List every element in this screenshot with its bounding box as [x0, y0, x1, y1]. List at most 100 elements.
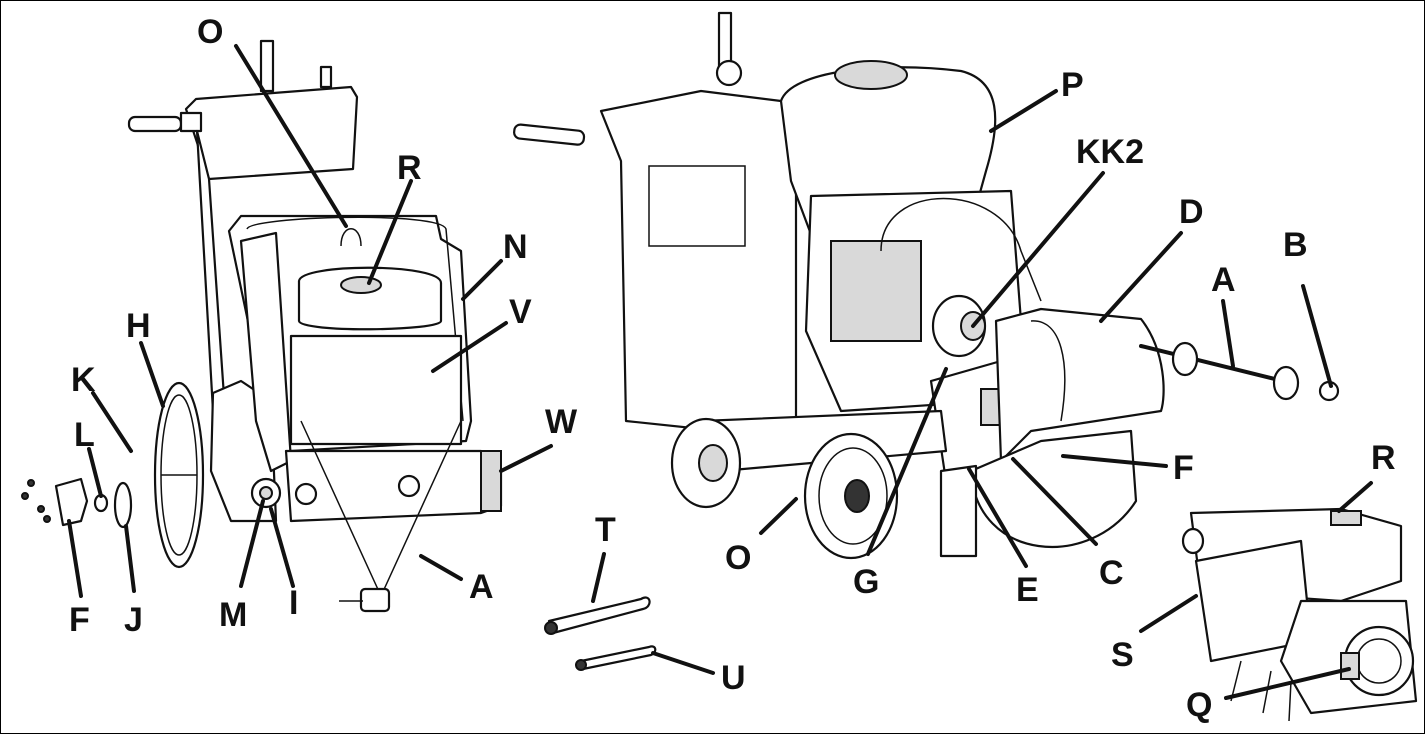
leader-m — [239, 499, 265, 588]
blade-guard-cover — [54, 477, 89, 527]
leader-l — [87, 447, 103, 498]
bolt-1 — [27, 479, 35, 487]
label-n: N — [503, 228, 528, 266]
left-base — [284, 449, 503, 523]
right-engine-detail — [830, 240, 922, 342]
label-u: U — [721, 659, 746, 697]
leader-a-right — [1221, 299, 1235, 368]
leader-g — [866, 367, 948, 556]
label-kk2: KK2 — [1076, 133, 1144, 171]
leader-p — [989, 89, 1058, 133]
right-bail-bar — [880, 197, 1042, 302]
label-o-top: O — [197, 13, 223, 51]
leader-u — [651, 651, 715, 675]
left-wheel-hub-2 — [397, 474, 421, 498]
label-j: J — [124, 601, 143, 639]
engine-illustration — [1181, 507, 1418, 722]
left-bail-bar — [246, 216, 464, 422]
leader-b — [1301, 284, 1333, 388]
engine-base-legs — [1230, 660, 1292, 722]
left-throttle-lever — [259, 39, 275, 93]
label-a-left: A — [469, 568, 494, 606]
wrench-u — [579, 645, 657, 671]
right-throttle-knob — [715, 59, 743, 87]
left-saw-illustration — [21, 39, 503, 613]
label-h: H — [126, 307, 151, 345]
left-handle-joint — [179, 111, 203, 133]
leader-a-left — [419, 554, 463, 581]
bolt-4 — [43, 515, 51, 523]
label-o-bottom: O — [725, 539, 751, 577]
leader-d — [1099, 231, 1183, 323]
label-p: P — [1061, 66, 1084, 104]
label-b: B — [1283, 226, 1308, 264]
right-decal-panel — [648, 165, 746, 247]
right-rear-wheel-hub — [698, 444, 728, 482]
leader-v — [431, 321, 508, 373]
label-v: V — [509, 293, 532, 331]
wrench-set — [544, 596, 657, 671]
left-fuel-tank — [297, 266, 443, 331]
label-a-right: A — [1211, 261, 1236, 299]
label-m: M — [219, 596, 247, 634]
left-pointer-wheel — [359, 587, 391, 613]
bolt-3 — [37, 505, 45, 513]
label-s: S — [1111, 636, 1134, 674]
leader-kk2 — [971, 171, 1105, 328]
left-lifting-eye — [340, 228, 362, 247]
left-side-panel — [239, 231, 293, 473]
left-wheel-hub-1 — [294, 482, 318, 506]
label-r-right: R — [1371, 439, 1396, 477]
left-handle-grip — [127, 115, 183, 133]
engine-choke — [1181, 527, 1205, 555]
right-shaft-end — [1272, 365, 1300, 401]
wrench-t-end — [544, 621, 558, 635]
label-r-top: R — [397, 149, 422, 187]
leader-j — [124, 524, 136, 593]
label-f-right: F — [1173, 449, 1194, 487]
left-switch — [319, 65, 333, 89]
left-fuel-cap — [340, 276, 382, 294]
leader-i — [269, 507, 295, 588]
leader-h — [139, 341, 165, 408]
label-q: Q — [1186, 686, 1212, 724]
label-l: L — [74, 416, 95, 454]
left-spindle-center — [259, 486, 273, 500]
leader-lines — [67, 44, 1373, 700]
wrench-u-end — [575, 659, 587, 671]
right-handle-left — [513, 123, 586, 146]
label-e: E — [1016, 571, 1039, 609]
leader-r-top — [367, 179, 413, 285]
label-d: D — [1179, 193, 1204, 231]
label-i: I — [289, 584, 298, 622]
right-blade-guard — [994, 307, 1165, 463]
leader-f-right — [1061, 454, 1168, 468]
leader-t — [591, 552, 606, 603]
label-t: T — [595, 511, 616, 549]
bolt-2 — [21, 492, 29, 500]
left-engine-box — [289, 334, 463, 446]
callout-labels: O R N H V K W L F J M I A T U P KK2 D B … — [69, 13, 1396, 724]
leader-w — [499, 444, 553, 473]
leader-o-bottom — [759, 497, 798, 535]
leader-s — [1139, 594, 1198, 633]
label-f-left: F — [69, 601, 90, 639]
left-water-bracket — [480, 450, 502, 512]
right-depth-post — [939, 464, 978, 558]
right-control-tower — [599, 89, 798, 433]
right-shaft-collar — [1171, 341, 1199, 377]
leader-c — [1011, 457, 1098, 546]
right-guard-tube — [1030, 320, 1066, 422]
right-pointer-shaft — [1139, 344, 1293, 385]
label-g: G — [853, 563, 879, 601]
right-front-wheel-hub — [844, 479, 870, 513]
label-k: K — [71, 361, 96, 399]
engine-pull-handle — [1340, 652, 1360, 680]
engine-fuel-cap — [1330, 510, 1362, 526]
leader-q — [1224, 667, 1351, 700]
leader-o-top — [234, 44, 348, 228]
label-c: C — [1099, 554, 1124, 592]
right-front-wheel-rim — [818, 447, 888, 545]
